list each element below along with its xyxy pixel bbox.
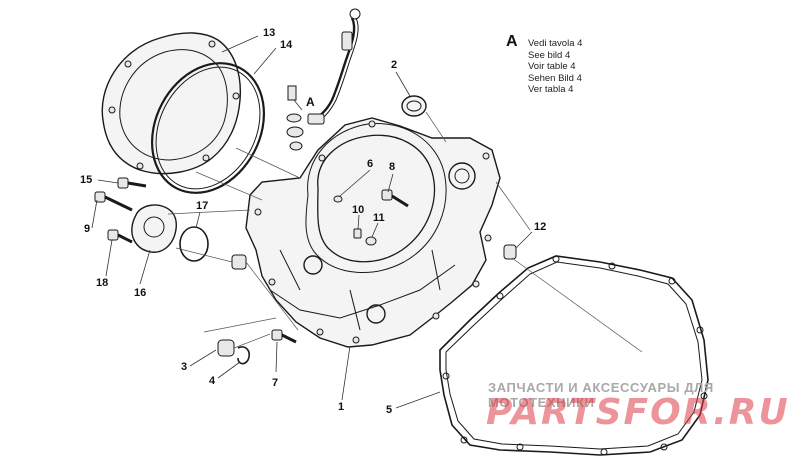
crankcase-cover-1: [245, 117, 501, 348]
legend-letter: A: [506, 33, 518, 50]
callout-7: 7: [272, 377, 278, 389]
callout-3: 3: [181, 361, 187, 373]
legend-text: Vedi tavola 4 See bild 4 Voir table 4 Se…: [528, 38, 582, 96]
legend-line: See bild 4: [528, 49, 571, 61]
dowel-12: [503, 244, 517, 260]
bolt-9: [94, 191, 133, 212]
callout-5: 5: [386, 404, 392, 416]
dowel-6: [333, 195, 343, 203]
alignment-lines: [167, 111, 643, 353]
callout-11: 11: [373, 212, 385, 224]
o-ring-14: [150, 62, 266, 194]
legend-line: Voir table 4: [528, 61, 576, 72]
bushing: [231, 254, 247, 270]
breather-hose-assembly: [307, 8, 361, 125]
legend-line: Sehen Bild 4: [528, 72, 582, 84]
spacer-3: [217, 339, 235, 357]
watermark-logo: PARTSFOR.RU: [486, 392, 790, 433]
callout-15: 15: [80, 174, 92, 186]
callout-18: 18: [96, 277, 108, 289]
legend-line: Ver tabla 4: [528, 84, 574, 95]
o-ring-17: [179, 226, 209, 262]
callout-1: 1: [338, 401, 344, 413]
bolt-15: [117, 177, 147, 189]
plug-2: [401, 95, 427, 117]
marker-a: A: [306, 95, 315, 109]
callout-17: 17: [196, 200, 208, 212]
watermark-caption: ЗАПЧАСТИ И АКСЕССУАРЫ ДЛЯ МОТОТЕХНИКИ: [488, 380, 714, 410]
cover-plate-16: [131, 204, 177, 253]
callout-16: 16: [134, 287, 146, 299]
legend-line: Vedi tavola 4: [528, 38, 583, 49]
callout-8: 8: [389, 161, 395, 173]
callout-14: 14: [280, 39, 293, 51]
callout-2: 2: [391, 59, 397, 71]
screw-10: [353, 228, 362, 239]
clip-4: [237, 346, 251, 365]
callout-13: 13: [263, 27, 275, 39]
leader-lines: [91, 35, 533, 409]
callout-12: 12: [534, 221, 546, 233]
callout-4: 4: [209, 375, 216, 387]
gasket-5: [439, 255, 709, 456]
clutch-cover-13: [101, 32, 242, 175]
washer-stack: [286, 85, 304, 151]
bolt-18: [107, 229, 133, 244]
bolt-8: [381, 189, 409, 208]
callout-10: 10: [352, 204, 364, 216]
callout-9: 9: [84, 223, 90, 235]
callout-6: 6: [367, 158, 373, 170]
bolt-7: [271, 329, 297, 344]
washer-11: [365, 236, 377, 246]
